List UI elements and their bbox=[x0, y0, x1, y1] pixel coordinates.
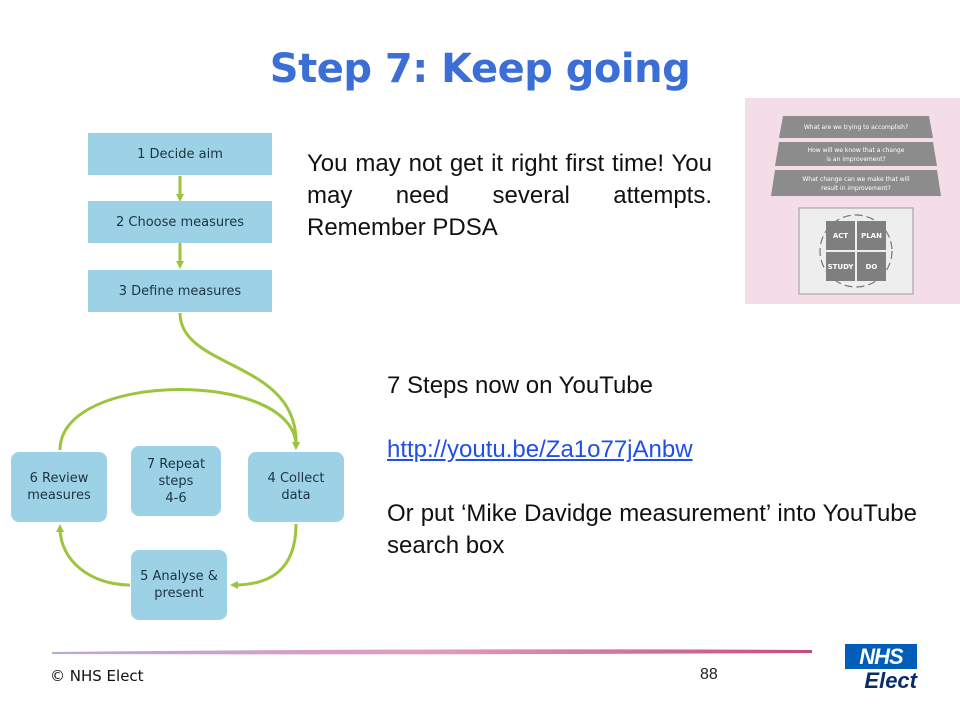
pdsa-question-1: What are we trying to accomplish? bbox=[804, 124, 908, 131]
step-3-label: 3 Define measures bbox=[118, 283, 242, 299]
pdsa-question-2b: is an improvement? bbox=[826, 156, 886, 163]
step-1-box: 1 Decide aim bbox=[88, 133, 272, 175]
page-title: Step 7: Keep going bbox=[269, 46, 691, 92]
pdsa-act-label: ACT bbox=[833, 232, 849, 240]
pdsa-question-3-band bbox=[771, 170, 941, 196]
pdsa-cycle-ring bbox=[819, 214, 893, 288]
pdsa-question-3a: What change can we make that will bbox=[802, 176, 910, 183]
pdsa-question-1-band bbox=[779, 116, 933, 138]
pdsa-act-quadrant bbox=[826, 221, 855, 250]
pdsa-question-3b: result in improvement? bbox=[821, 185, 891, 192]
arrow-4-to-5 bbox=[230, 523, 298, 589]
step-6-label: 6 Review measures bbox=[27, 471, 91, 503]
pdsa-plan-quadrant bbox=[857, 221, 886, 250]
intro-text: You may not get it right first time! You… bbox=[307, 150, 712, 241]
step-2-label: 2 Choose measures bbox=[115, 214, 244, 230]
youtube-search-note: Or put ‘Mike Davidge measurement’ into Y… bbox=[387, 500, 917, 559]
pdsa-model-image: What are we trying to accomplish? How wi… bbox=[745, 98, 960, 304]
arrow-3-to-4 bbox=[178, 312, 301, 450]
step-2-box: 2 Choose measures bbox=[88, 201, 272, 243]
arrow-5-to-6 bbox=[56, 524, 131, 587]
youtube-heading: 7 Steps now on YouTube bbox=[387, 372, 653, 399]
step-6-box: 6 Review measures bbox=[11, 452, 107, 522]
pdsa-do-quadrant bbox=[857, 252, 886, 281]
pdsa-plan-label: PLAN bbox=[861, 232, 882, 240]
nhs-elect-logo: NHS Elect bbox=[845, 644, 917, 693]
pdsa-question-2-band bbox=[775, 142, 937, 166]
step-5-label: 5 Analyse & present bbox=[140, 569, 218, 601]
pdsa-do-label: DO bbox=[866, 263, 878, 271]
step-7-box: 7 Repeat steps 4-6 bbox=[131, 446, 221, 516]
nhs-logo-box: NHS bbox=[845, 644, 917, 669]
youtube-info: 7 Steps now on YouTube http://youtu.be/Z… bbox=[387, 370, 917, 562]
step-1-label: 1 Decide aim bbox=[137, 146, 223, 162]
pdsa-question-2a: How will we know that a change bbox=[808, 147, 905, 154]
arrow-6-to-4 bbox=[58, 388, 300, 451]
step-7-label: 7 Repeat steps 4-6 bbox=[146, 456, 206, 506]
pdsa-cycle-frame bbox=[798, 207, 914, 295]
nhs-logo-elect: Elect bbox=[864, 668, 917, 693]
step-4-box: 4 Collect data bbox=[248, 452, 344, 522]
pdsa-study-quadrant bbox=[826, 252, 855, 281]
copyright-notice: © NHS Elect bbox=[50, 667, 144, 685]
step-3-box: 3 Define measures bbox=[88, 270, 272, 312]
step-5-box: 5 Analyse & present bbox=[131, 550, 227, 620]
pdsa-model-graphic: What are we trying to accomplish? How wi… bbox=[771, 116, 941, 295]
youtube-link[interactable]: http://youtu.be/Za1o77jAnbw bbox=[387, 436, 693, 463]
pdsa-study-label: STUDY bbox=[828, 263, 855, 271]
step-4-label: 4 Collect data bbox=[267, 471, 325, 503]
page-number: 88 bbox=[700, 666, 718, 683]
footer-divider bbox=[52, 649, 812, 655]
